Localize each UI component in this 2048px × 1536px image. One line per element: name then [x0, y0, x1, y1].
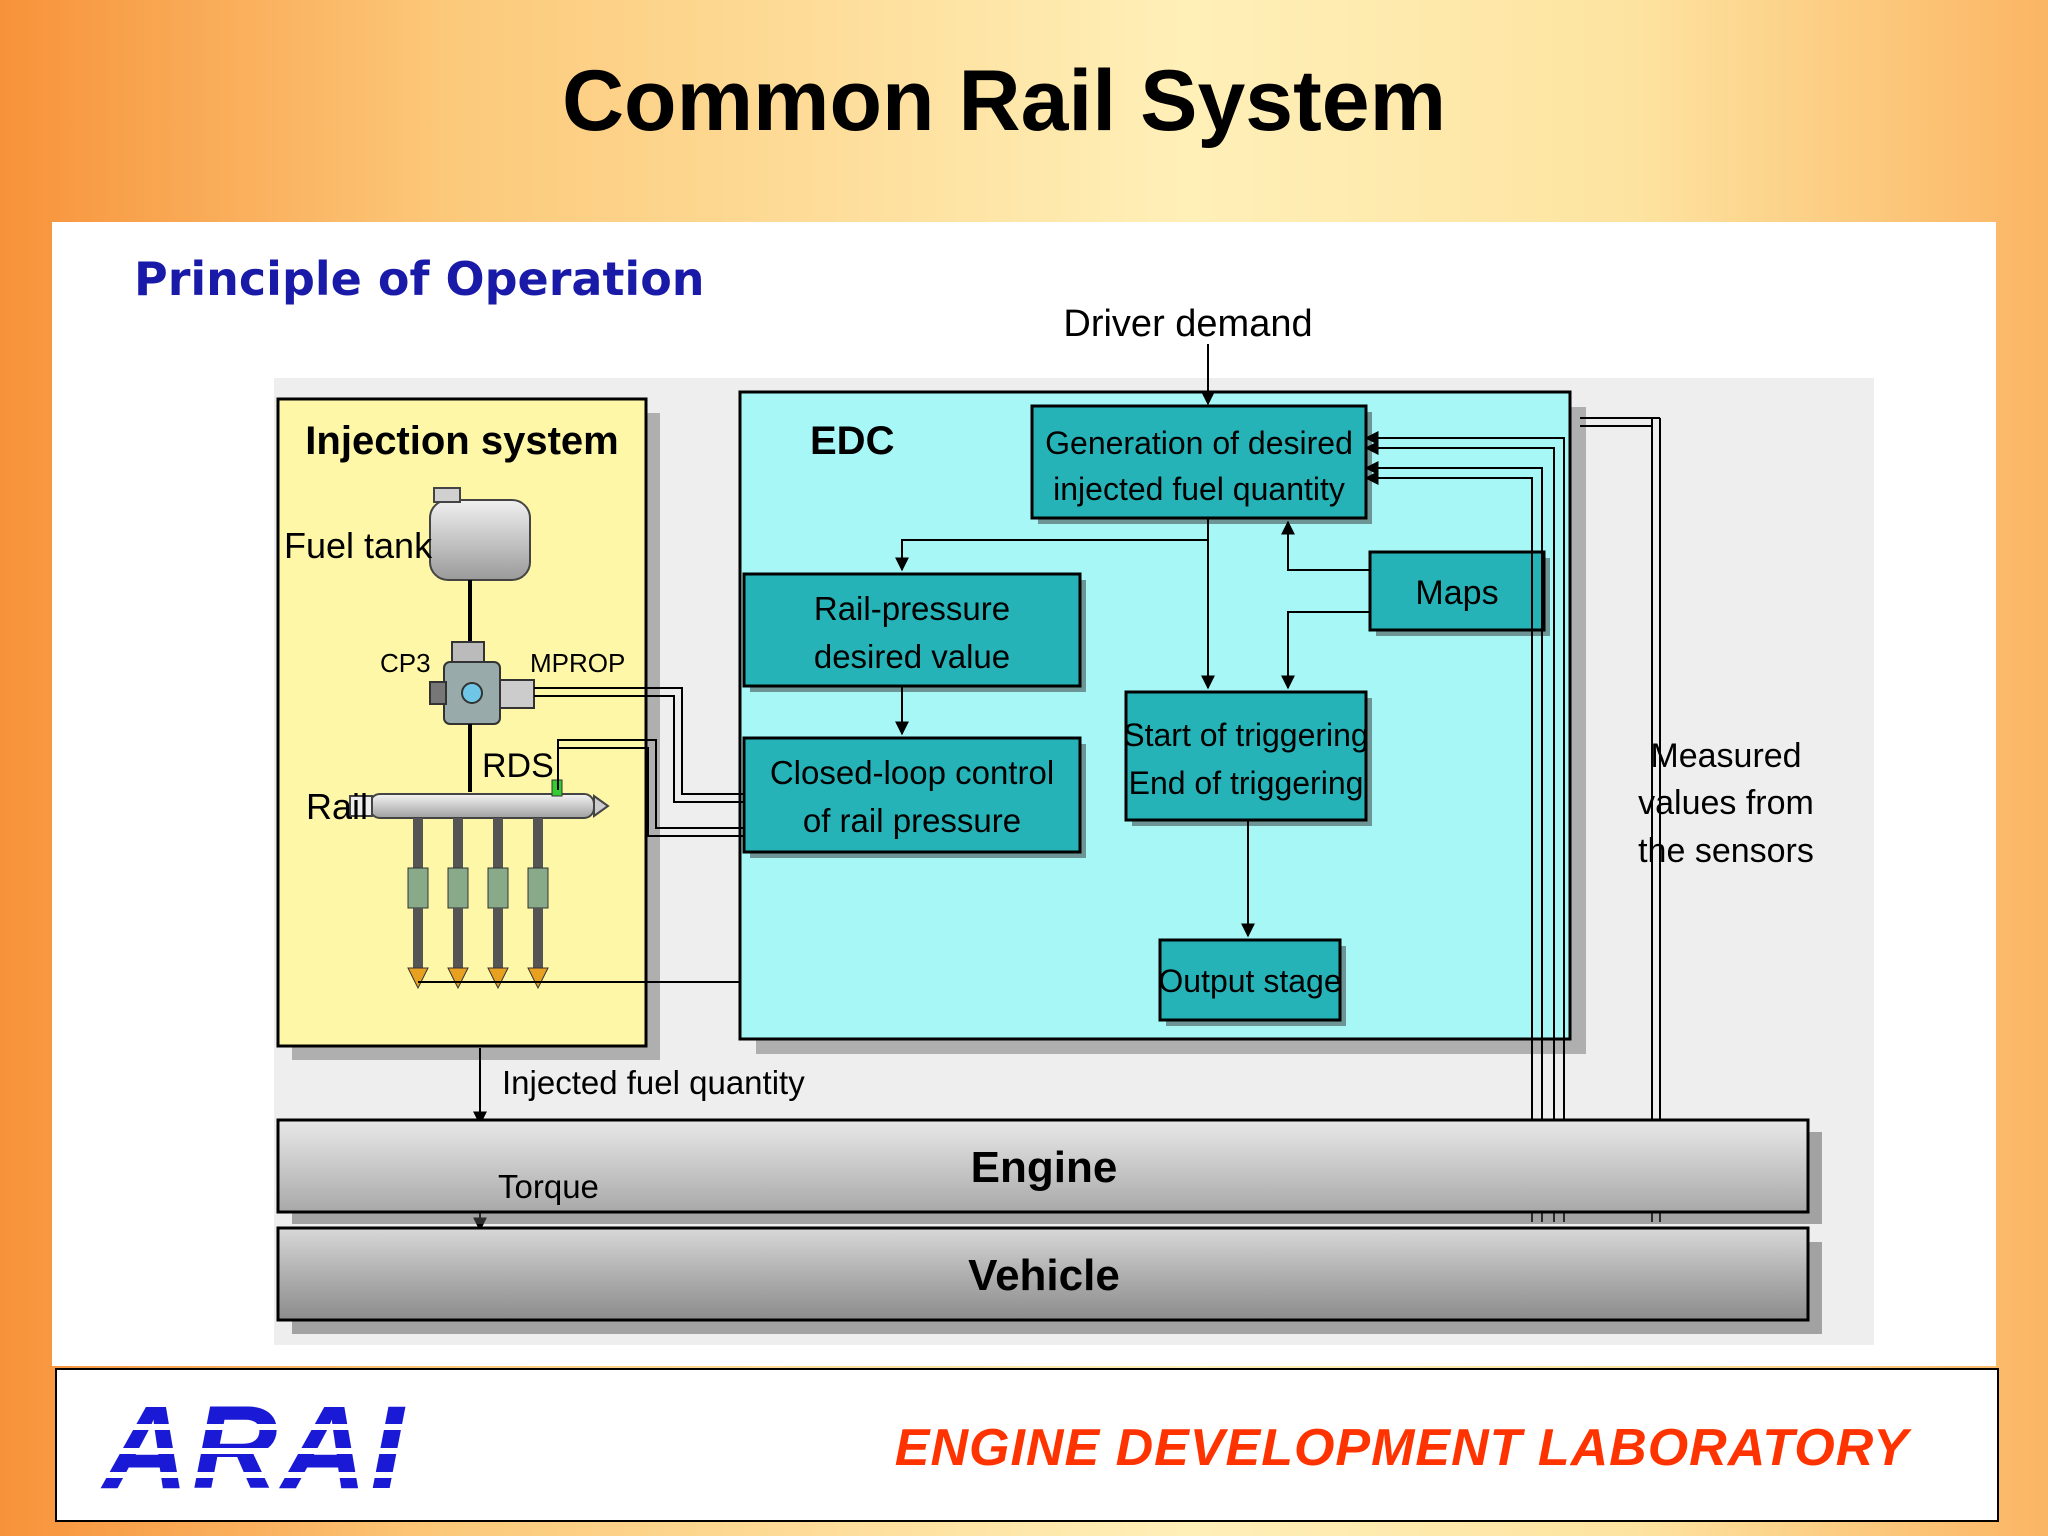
measured-line1: Measured: [1650, 737, 1801, 775]
principle-heading: Principle of Operation: [134, 252, 705, 306]
closed-loop-line2: of rail pressure: [803, 802, 1021, 839]
engine-label: Engine: [971, 1143, 1118, 1192]
injection-system-title: Injection system: [305, 419, 618, 463]
output-stage-label: Output stage: [1158, 963, 1341, 999]
mprop-label: MPROP: [530, 648, 625, 678]
triggering-line2: End of triggering: [1129, 765, 1364, 801]
injected-fuel-quantity-label: Injected fuel quantity: [502, 1064, 805, 1101]
driver-demand-label: Driver demand: [1063, 303, 1312, 345]
fuel-tank-icon: [429, 487, 531, 581]
maps-label: Maps: [1415, 574, 1498, 612]
torque-label: Torque: [498, 1168, 599, 1205]
cp3-pump-icon: [429, 641, 535, 725]
rail-icon: [349, 779, 610, 819]
triggering-box: Start of triggering End of triggering: [1123, 690, 1372, 826]
rail-pressure-line2: desired value: [814, 638, 1010, 675]
diagram-panel: Principle of Operation: [52, 222, 1996, 1366]
triggering-line1: Start of triggering: [1123, 717, 1368, 753]
arai-logo-text: ARAI: [100, 1392, 407, 1502]
edc-title: EDC: [810, 419, 894, 463]
cp3-label: CP3: [380, 648, 431, 678]
closed-loop-box: Closed-loop control of rail pressure: [742, 736, 1086, 858]
generation-line1: Generation of desired: [1045, 425, 1353, 461]
arai-logo: ARAI: [97, 1392, 497, 1502]
vehicle-label: Vehicle: [968, 1251, 1120, 1300]
measured-line3: the sensors: [1638, 832, 1814, 870]
slide-title: Common Rail System: [561, 53, 1447, 149]
rds-label: RDS: [482, 747, 554, 785]
generation-box: Generation of desired injected fuel quan…: [1030, 404, 1372, 524]
footer: ARAI ENGINE DEVELOPMENT LABORATORY: [55, 1368, 1999, 1522]
fuel-tank-label: Fuel tank: [284, 525, 433, 566]
generation-line2: injected fuel quantity: [1053, 471, 1345, 507]
rail-pressure-box: Rail-pressure desired value: [742, 572, 1086, 692]
vehicle-bar: Vehicle: [276, 1226, 1822, 1334]
rail-label: Rail: [306, 786, 368, 827]
output-stage-box: Output stage: [1158, 938, 1346, 1026]
engine-bar: Engine: [276, 1118, 1822, 1224]
closed-loop-line1: Closed-loop control: [770, 754, 1054, 791]
maps-box: Maps: [1368, 550, 1550, 636]
measured-line2: values from: [1638, 784, 1814, 822]
common-rail-diagram: Injection system Fuel tank CP3 MPROP RDS: [274, 303, 1874, 1345]
injection-system-box: Injection system Fuel tank CP3 MPROP RDS: [276, 397, 1160, 1060]
rail-pressure-line1: Rail-pressure: [814, 590, 1010, 627]
edc-connection-lines: [473, 417, 1661, 1232]
lab-name: ENGINE DEVELOPMENT LABORATORY: [894, 1419, 1909, 1477]
